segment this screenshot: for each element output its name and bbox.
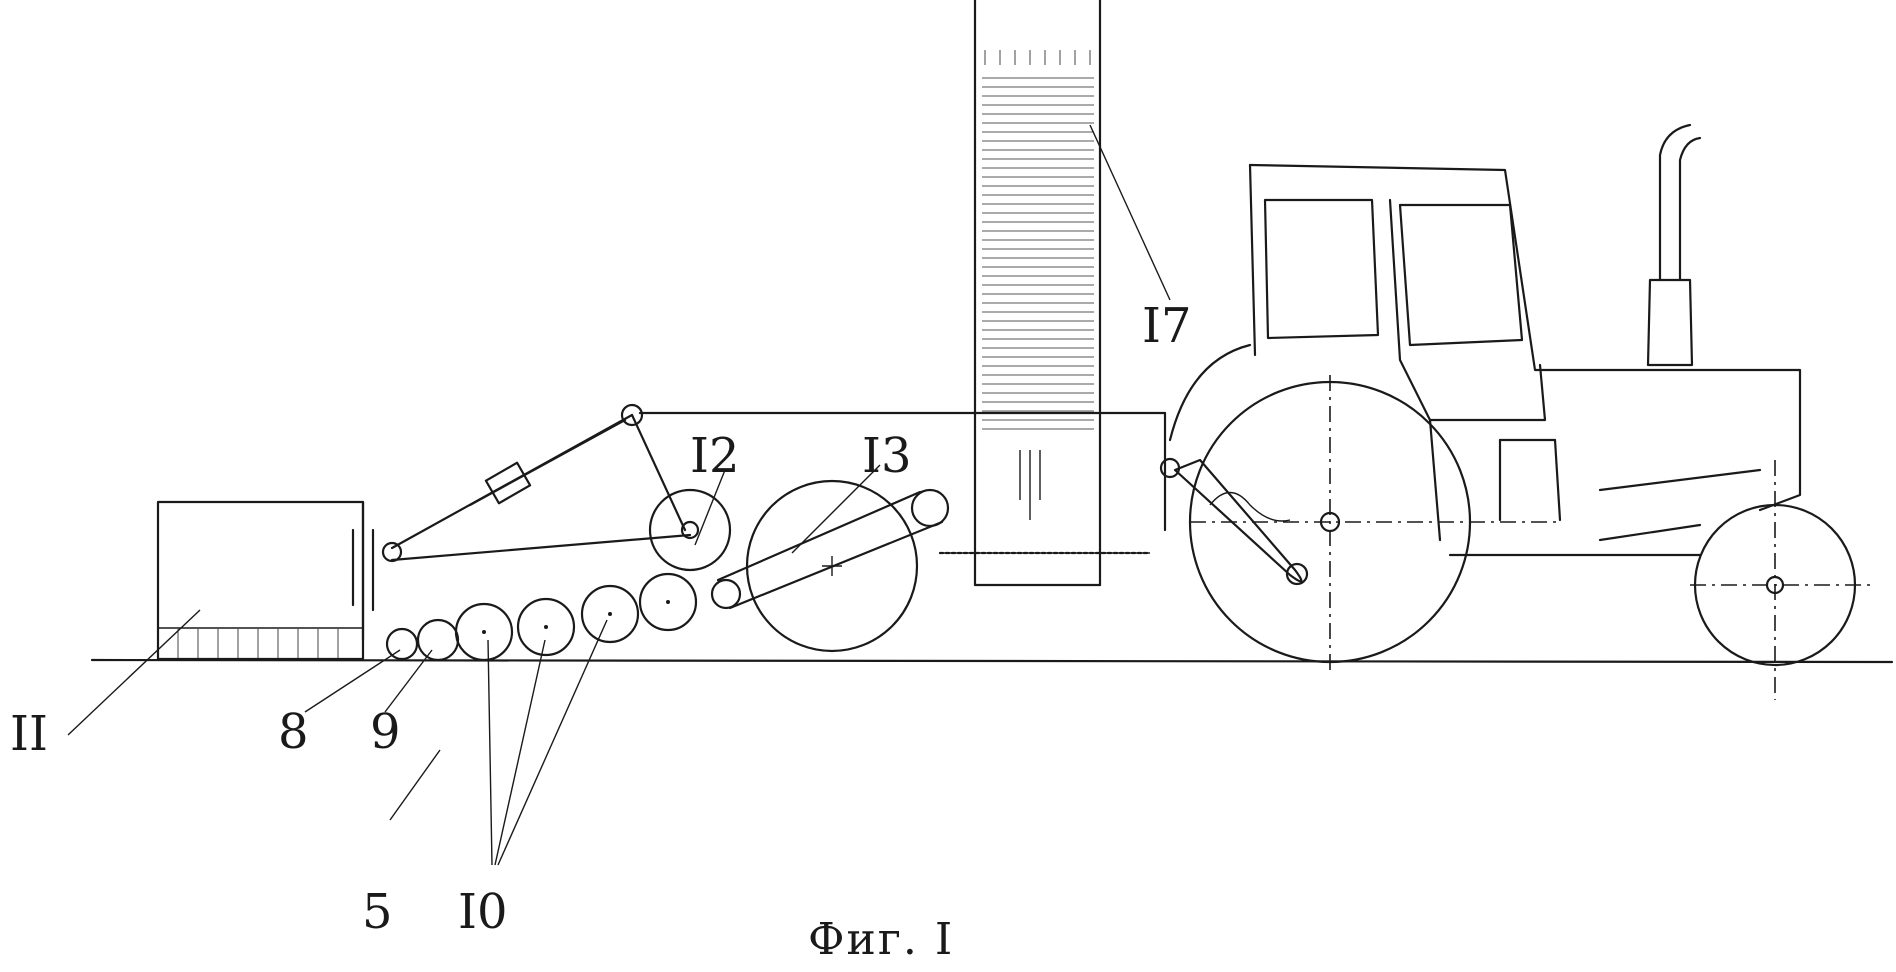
label-9: 9 (370, 704, 401, 760)
machine-frame (371, 403, 1167, 612)
ground-line (90, 658, 1894, 664)
disc-8 (385, 627, 419, 661)
figure-caption: Фиг. I (808, 914, 955, 965)
disc-10c (580, 584, 640, 644)
disc-10a (454, 602, 514, 662)
rear-container-11 (156, 500, 365, 661)
label-12: I2 (690, 428, 740, 484)
label-17: I7 (1142, 298, 1192, 354)
disc-11 (638, 572, 698, 632)
label-10: I0 (458, 884, 508, 940)
disc-10b (516, 597, 576, 657)
disc-9 (416, 618, 460, 662)
label-13: I3 (862, 428, 912, 484)
label-8: 8 (278, 704, 309, 760)
disc-row (385, 572, 698, 662)
tractor (1159, 123, 1870, 700)
label-5: 5 (362, 884, 393, 940)
roller-12 (648, 488, 732, 572)
drum-13 (710, 479, 950, 653)
leader-lines (67, 124, 1171, 866)
elevator-17 (938, 0, 1152, 587)
label-11: II (10, 706, 48, 762)
